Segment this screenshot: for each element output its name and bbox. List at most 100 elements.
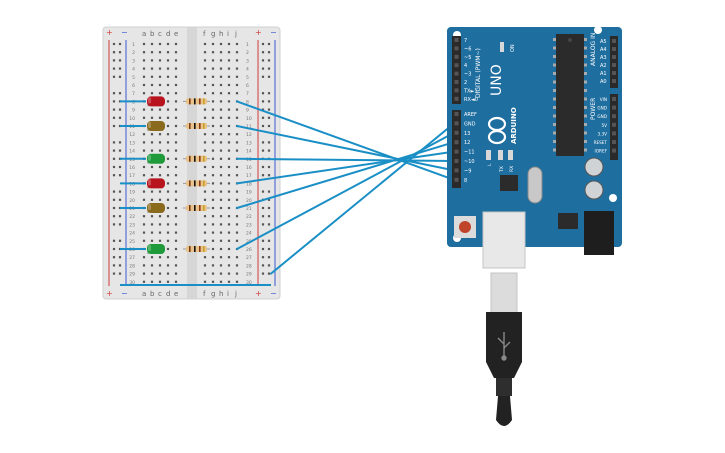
breadboard-hole[interactable] xyxy=(227,231,231,234)
breadboard-hole[interactable] xyxy=(166,182,170,185)
breadboard-hole[interactable] xyxy=(211,100,215,103)
rail-hole[interactable] xyxy=(267,256,271,259)
breadboard-hole[interactable] xyxy=(219,149,223,152)
breadboard-hole[interactable] xyxy=(227,42,231,46)
breadboard-hole[interactable] xyxy=(227,149,231,152)
breadboard-hole[interactable] xyxy=(211,75,215,78)
breadboard-hole[interactable] xyxy=(219,92,223,95)
rail-hole[interactable] xyxy=(261,116,265,119)
breadboard-hole[interactable] xyxy=(235,59,239,62)
breadboard-hole[interactable] xyxy=(142,92,146,95)
breadboard-hole[interactable] xyxy=(227,182,231,185)
rail-hole[interactable] xyxy=(118,67,122,70)
rail-hole[interactable] xyxy=(118,141,122,144)
breadboard-hole[interactable] xyxy=(211,67,215,70)
breadboard-hole[interactable] xyxy=(211,182,215,185)
breadboard-hole[interactable] xyxy=(158,165,162,169)
breadboard-hole[interactable] xyxy=(158,264,162,267)
rail-hole[interactable] xyxy=(267,190,271,193)
rail-hole[interactable] xyxy=(112,256,116,259)
breadboard-hole[interactable] xyxy=(166,215,170,218)
rail-hole[interactable] xyxy=(261,215,265,218)
header-pin[interactable] xyxy=(454,149,459,154)
breadboard-hole[interactable] xyxy=(166,59,170,62)
breadboard-hole[interactable] xyxy=(166,141,170,144)
breadboard-hole[interactable] xyxy=(235,239,239,242)
breadboard-hole[interactable] xyxy=(219,59,223,62)
breadboard-hole[interactable] xyxy=(219,67,223,70)
breadboard-hole[interactable] xyxy=(150,42,154,46)
rail-hole[interactable] xyxy=(267,51,271,54)
breadboard-hole[interactable] xyxy=(174,133,178,136)
breadboard-hole[interactable] xyxy=(150,141,154,144)
breadboard-hole[interactable] xyxy=(211,133,215,136)
breadboard-hole[interactable] xyxy=(219,108,223,111)
breadboard-hole[interactable] xyxy=(166,190,170,193)
breadboard-hole[interactable] xyxy=(227,174,231,177)
rail-hole[interactable] xyxy=(112,100,116,103)
header-pin[interactable] xyxy=(612,71,616,75)
rail-hole[interactable] xyxy=(261,124,265,128)
breadboard-hole[interactable] xyxy=(158,231,162,234)
header-pin[interactable] xyxy=(454,38,459,42)
header-pin[interactable] xyxy=(612,122,616,127)
breadboard-hole[interactable] xyxy=(235,272,239,275)
breadboard-hole[interactable] xyxy=(203,231,207,234)
breadboard-hole[interactable] xyxy=(227,100,231,103)
breadboard-hole[interactable] xyxy=(166,149,170,152)
breadboard-hole[interactable] xyxy=(211,190,215,193)
breadboard-hole[interactable] xyxy=(150,165,154,169)
breadboard-hole[interactable] xyxy=(203,92,207,95)
rail-hole[interactable] xyxy=(112,223,116,226)
rail-hole[interactable] xyxy=(118,256,122,259)
breadboard-hole[interactable] xyxy=(227,141,231,144)
header-pin[interactable] xyxy=(612,131,616,136)
breadboard-hole[interactable] xyxy=(150,51,154,54)
header-pin[interactable] xyxy=(454,130,459,135)
breadboard-hole[interactable] xyxy=(235,190,239,193)
breadboard-hole[interactable] xyxy=(142,149,146,152)
breadboard-hole[interactable] xyxy=(227,108,231,111)
breadboard-hole[interactable] xyxy=(227,133,231,136)
breadboard-hole[interactable] xyxy=(203,42,207,46)
breadboard-hole[interactable] xyxy=(150,264,154,267)
rail-hole[interactable] xyxy=(261,108,265,111)
rail-hole[interactable] xyxy=(267,247,271,251)
breadboard-hole[interactable] xyxy=(174,59,178,62)
breadboard-hole[interactable] xyxy=(211,165,215,169)
breadboard-hole[interactable] xyxy=(166,116,170,119)
breadboard-hole[interactable] xyxy=(211,247,215,251)
breadboard-hole[interactable] xyxy=(158,75,162,78)
breadboard-hole[interactable] xyxy=(158,149,162,152)
breadboard-hole[interactable] xyxy=(174,256,178,259)
breadboard-hole[interactable] xyxy=(174,75,178,78)
rail-hole[interactable] xyxy=(261,272,265,275)
rail-hole[interactable] xyxy=(112,165,116,169)
breadboard-hole[interactable] xyxy=(158,67,162,70)
rail-hole[interactable] xyxy=(267,42,271,46)
breadboard-hole[interactable] xyxy=(235,133,239,136)
breadboard-hole[interactable] xyxy=(203,141,207,144)
breadboard-hole[interactable] xyxy=(142,133,146,136)
breadboard-hole[interactable] xyxy=(203,264,207,267)
led-red[interactable] xyxy=(147,96,165,107)
breadboard-hole[interactable] xyxy=(211,239,215,242)
breadboard-hole[interactable] xyxy=(203,83,207,87)
breadboard-hole[interactable] xyxy=(235,264,239,267)
breadboard-hole[interactable] xyxy=(166,264,170,267)
breadboard-hole[interactable] xyxy=(150,92,154,95)
header-pin[interactable] xyxy=(612,97,616,101)
rail-hole[interactable] xyxy=(261,165,265,169)
breadboard-hole[interactable] xyxy=(166,272,170,275)
breadboard-hole[interactable] xyxy=(174,124,178,128)
breadboard-hole[interactable] xyxy=(158,42,162,46)
rail-hole[interactable] xyxy=(112,92,116,95)
rail-hole[interactable] xyxy=(267,174,271,177)
breadboard-hole[interactable] xyxy=(211,124,215,128)
rail-hole[interactable] xyxy=(267,149,271,152)
header-pin[interactable] xyxy=(454,140,459,145)
led-red[interactable] xyxy=(147,178,165,189)
rail-hole[interactable] xyxy=(112,272,116,275)
breadboard-hole[interactable] xyxy=(142,272,146,275)
rail-hole[interactable] xyxy=(112,67,116,70)
